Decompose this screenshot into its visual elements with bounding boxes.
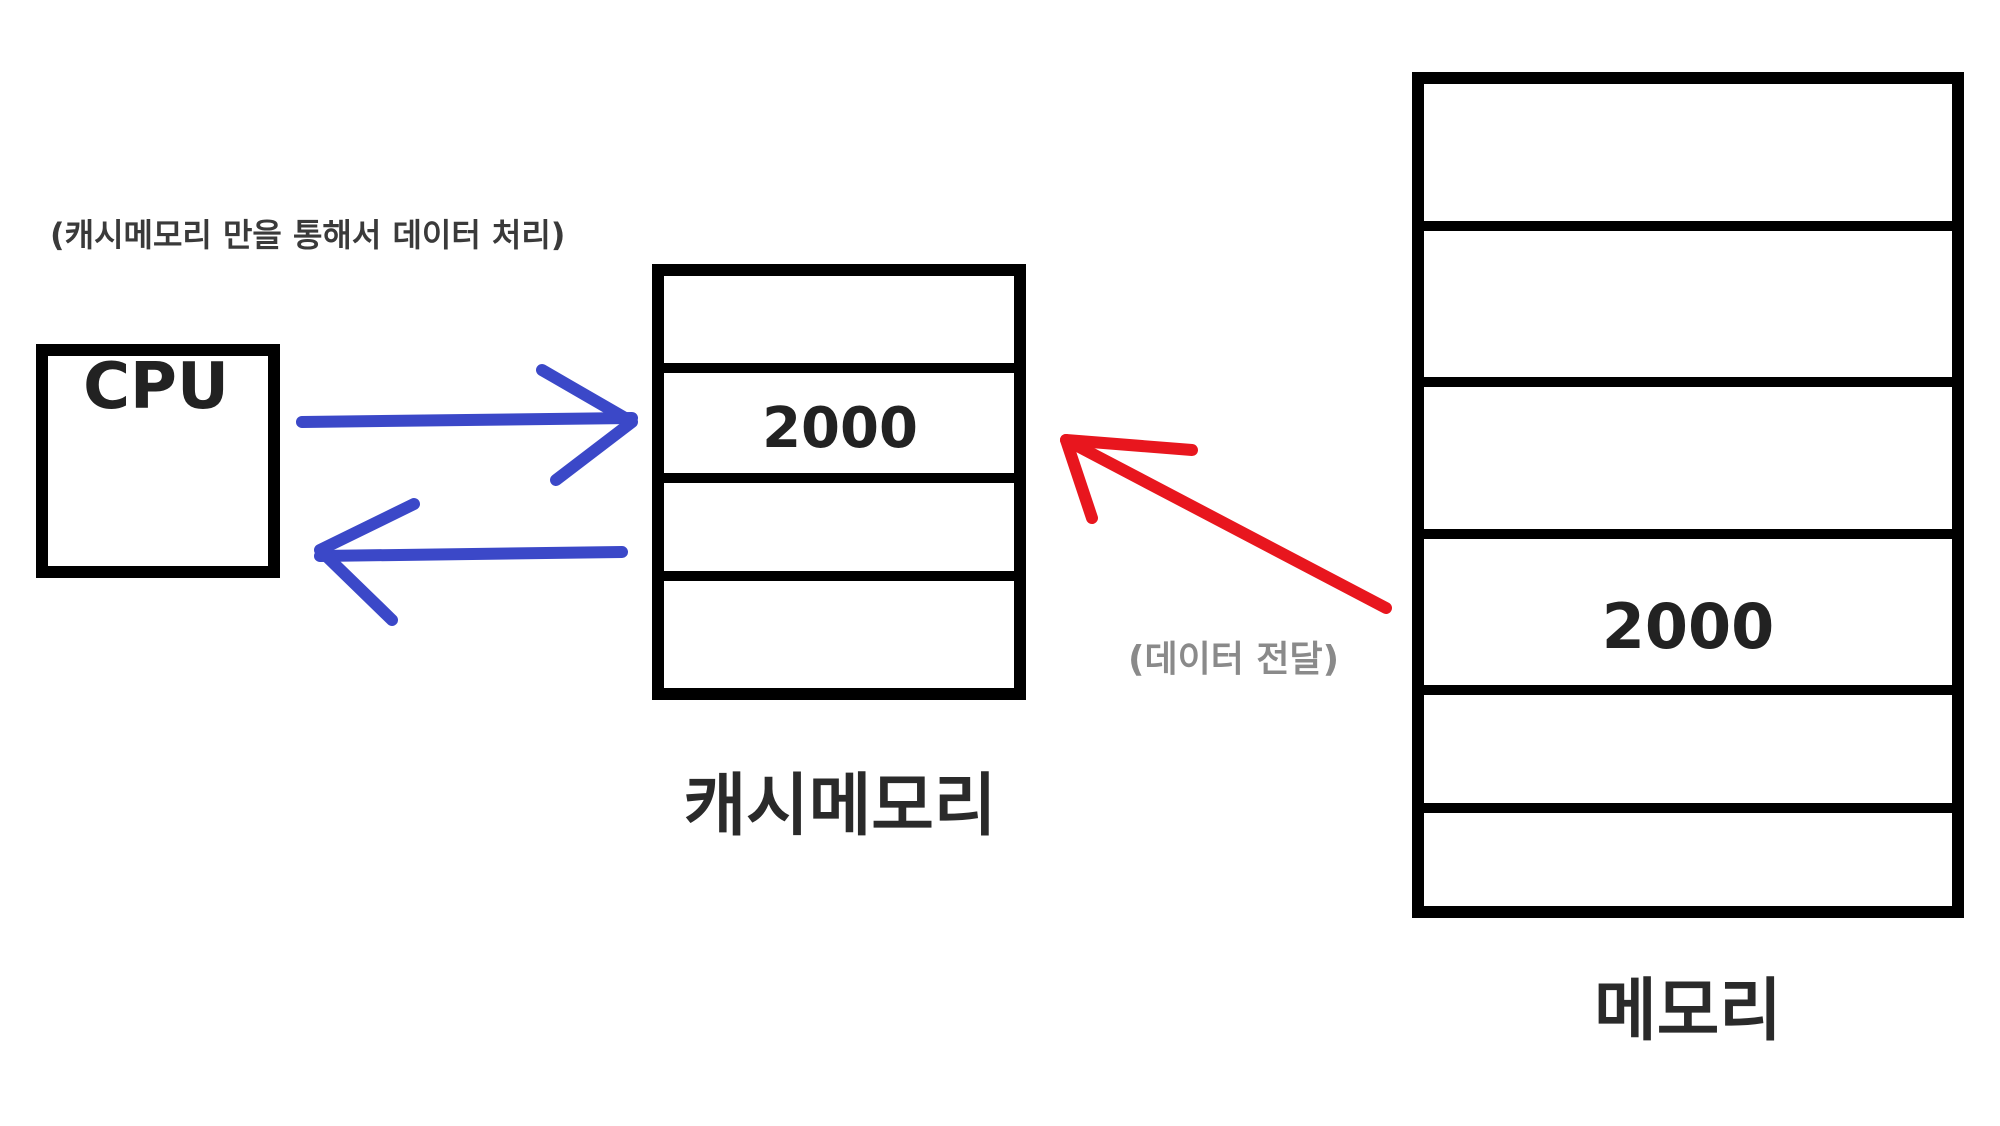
cpu-to-cache-arrow (296, 364, 638, 486)
cache-memory-stack (652, 264, 1026, 700)
memory-stack (1412, 72, 1964, 918)
memory-outline (1412, 72, 1964, 918)
memory-title: 메모리 (1594, 972, 1782, 1051)
cpu-box (36, 344, 280, 578)
cache-memory-title: 캐시메모리 (683, 767, 997, 846)
memory-to-cache-arrow (1060, 434, 1392, 614)
memory-cell-value: 2000 (1601, 590, 1775, 663)
cpu-label: CPU (83, 350, 229, 424)
cache-to-cpu-arrow (314, 498, 628, 626)
cache-only-processing-note: (캐시메모리 만을 통해서 데이터 처리) (50, 216, 566, 254)
cache-cell-value: 2000 (762, 396, 918, 461)
data-transfer-note: (데이터 전달) (1128, 639, 1340, 680)
